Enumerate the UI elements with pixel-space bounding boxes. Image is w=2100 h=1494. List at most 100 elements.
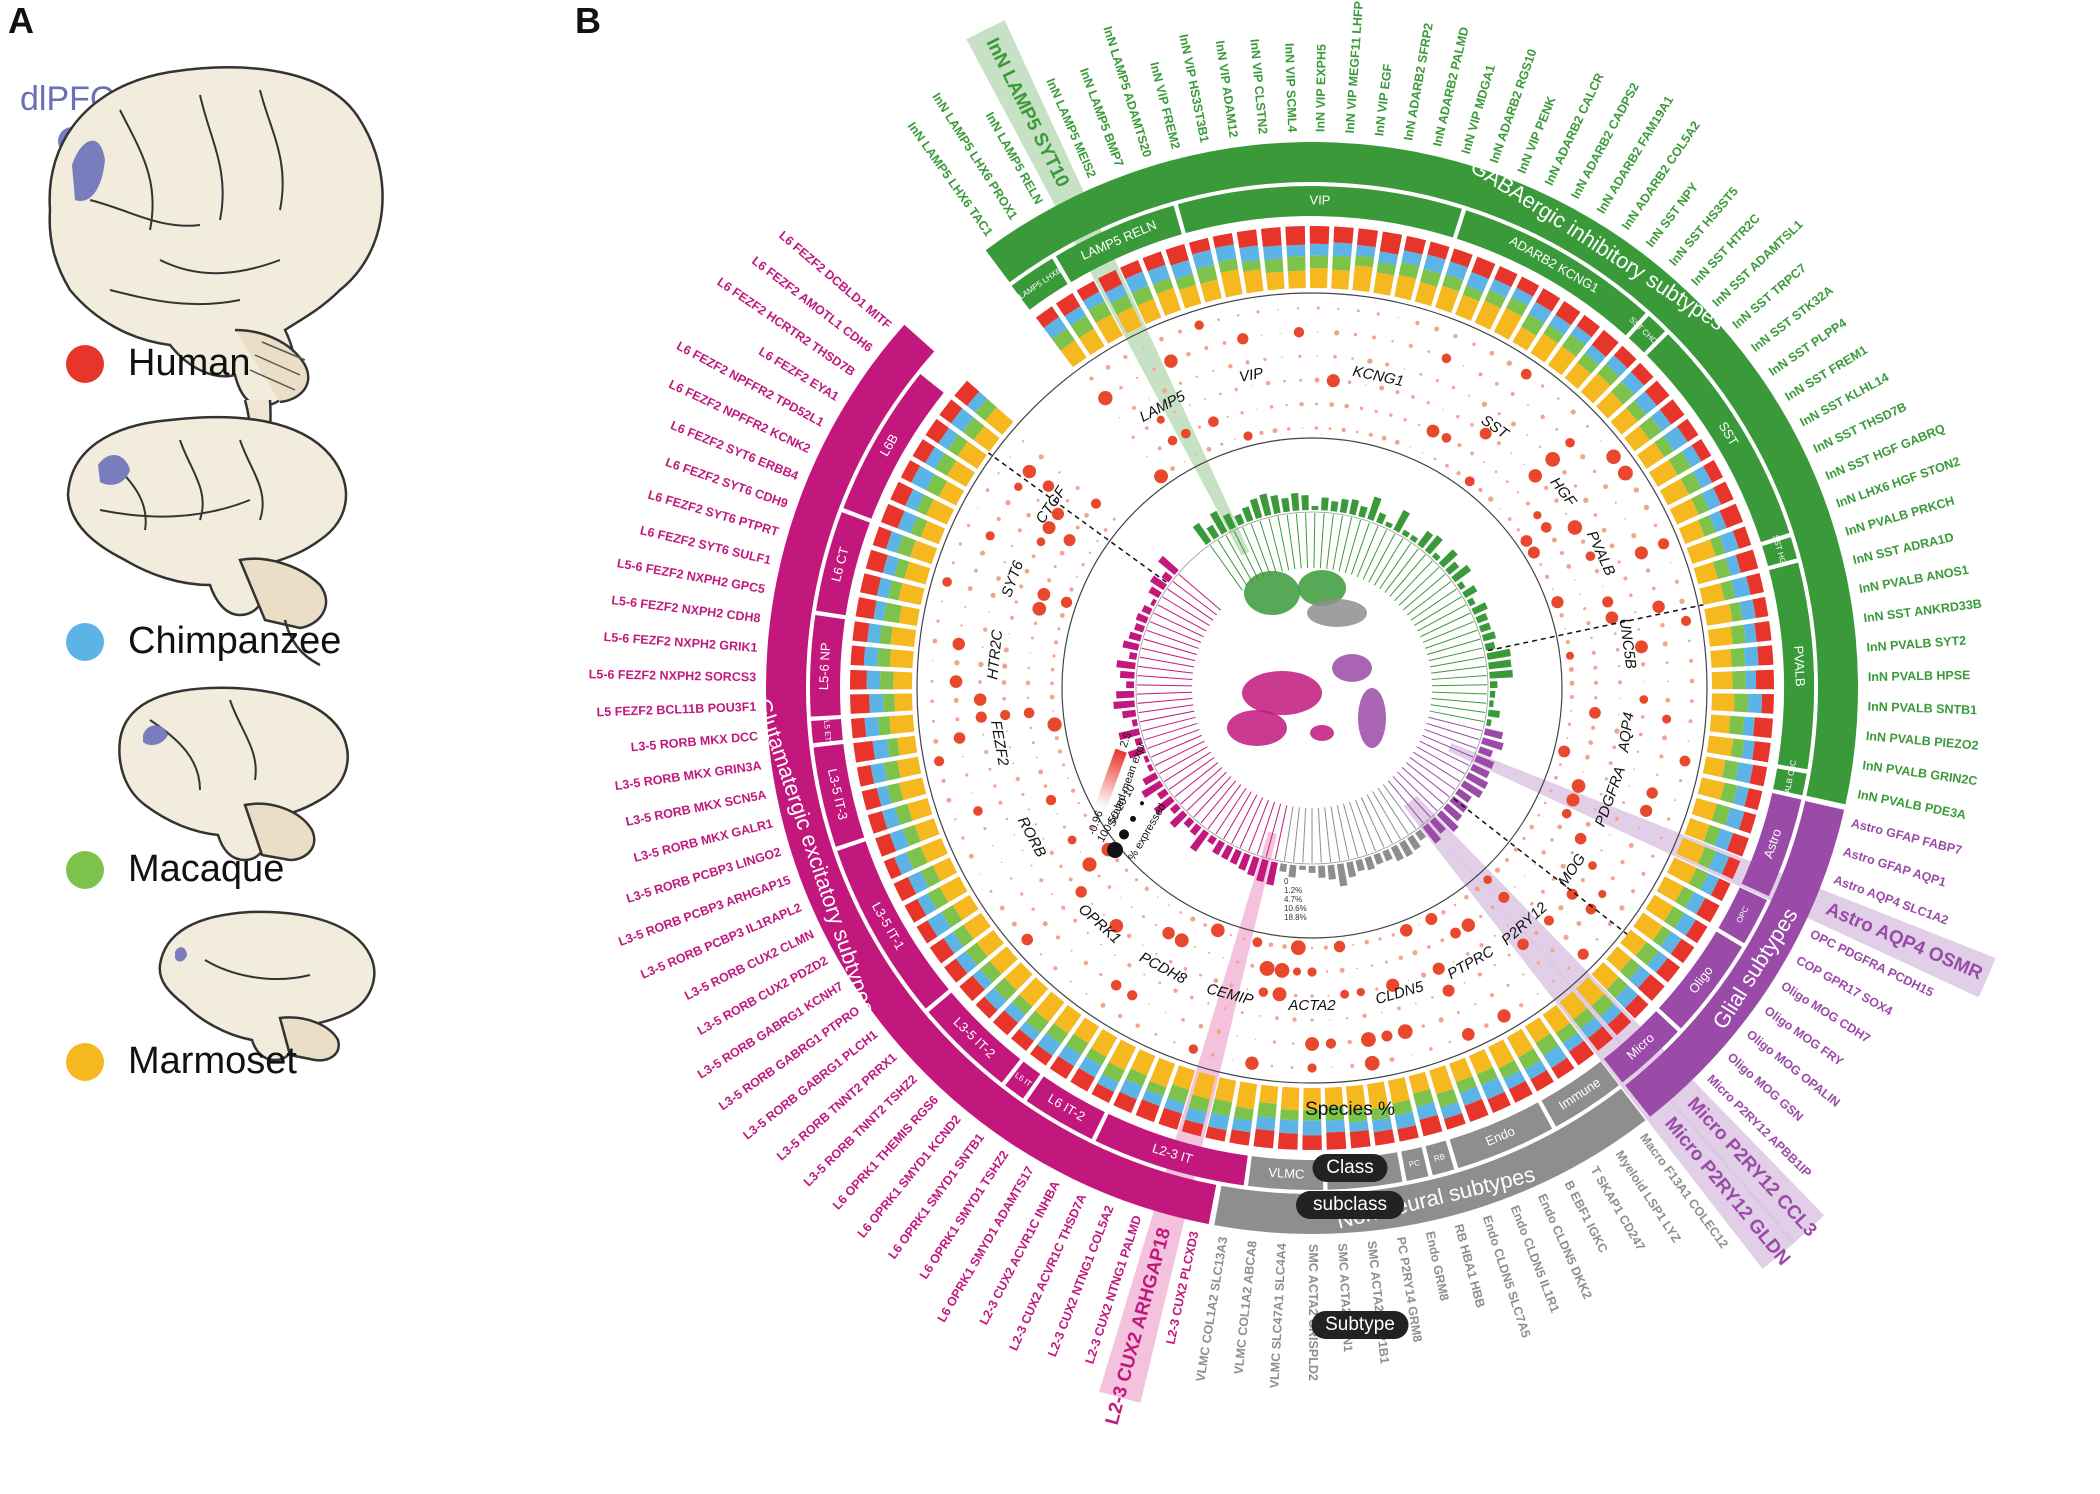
species-bar-marmoset xyxy=(1200,279,1222,303)
marker-gene-label: HGF xyxy=(1547,474,1580,510)
expr-dot xyxy=(1065,499,1070,503)
cell-count-bar xyxy=(1443,803,1463,822)
expr-dot xyxy=(1260,334,1263,337)
expr-dot xyxy=(932,660,934,662)
species-bar-macaque xyxy=(1730,647,1746,667)
dendrogram-branch xyxy=(1265,803,1282,858)
expr-dot xyxy=(1640,715,1645,719)
expr-dot xyxy=(1141,944,1144,946)
dendrogram-branch xyxy=(1417,604,1467,632)
species-bar-human xyxy=(912,439,935,464)
species-bar-human xyxy=(1691,438,1712,462)
cell-count-bar xyxy=(1116,690,1135,699)
species-bar-chimpanzee xyxy=(1019,1021,1041,1042)
expr-dot xyxy=(1070,949,1073,952)
expr-dot xyxy=(1455,414,1460,419)
expr-dot xyxy=(1008,633,1010,635)
expr-dot xyxy=(1081,562,1085,567)
species-bar-chimpanzee xyxy=(872,739,890,760)
expr-dot xyxy=(1329,402,1335,408)
expr-dot xyxy=(1552,979,1555,983)
species-bar-chimpanzee xyxy=(1543,1045,1568,1069)
expr-dot xyxy=(1558,745,1571,758)
species-bar-marmoset xyxy=(897,735,918,756)
expr-dot xyxy=(1585,903,1597,915)
species-bar-marmoset xyxy=(1702,756,1726,778)
expr-dot xyxy=(1533,863,1536,866)
expr-dot xyxy=(1662,641,1668,647)
subclass-arc xyxy=(1425,1140,1455,1176)
expr-dot xyxy=(1174,933,1189,948)
expr-dot xyxy=(1381,435,1387,441)
expr-dot xyxy=(1481,401,1488,407)
cell-count-bar xyxy=(1318,865,1326,878)
expr-dot xyxy=(1604,777,1608,781)
species-bar-chimpanzee xyxy=(1743,646,1759,667)
species-bar-marmoset xyxy=(1691,797,1717,821)
ring-tag-label: Species % xyxy=(1305,1099,1395,1120)
expr-dot xyxy=(1353,332,1358,337)
cell-count-bar xyxy=(1346,861,1357,878)
expr-dot xyxy=(1136,376,1139,380)
expr-dot xyxy=(1049,694,1055,700)
species-bar-human xyxy=(865,549,888,574)
dendrogram-branch xyxy=(1397,771,1438,811)
expr-dot xyxy=(1526,434,1528,436)
expr-dot xyxy=(1061,905,1066,910)
subclass-arc xyxy=(1005,1061,1041,1099)
expr-dot xyxy=(1429,1047,1433,1051)
expr-dot xyxy=(1245,360,1250,365)
species-bar-human xyxy=(1659,399,1685,425)
expr-dot xyxy=(1520,368,1532,380)
umap-cluster xyxy=(1298,570,1346,606)
species-bar-macaque xyxy=(1167,1084,1190,1104)
species-bar-human xyxy=(1753,717,1773,739)
expr-dot xyxy=(1124,868,1129,872)
cell-count-bar xyxy=(1222,513,1236,531)
expr-dot xyxy=(1529,824,1534,830)
expr-dot xyxy=(973,693,987,706)
species-bar-marmoset xyxy=(1243,269,1264,294)
species-bar-macaque xyxy=(965,942,988,966)
expr-dot xyxy=(1687,639,1691,643)
species-bar-macaque xyxy=(1720,580,1736,601)
dendrogram-branch xyxy=(1259,520,1277,574)
expr-dot xyxy=(1522,973,1525,976)
species-bar-marmoset xyxy=(904,561,931,585)
cell-count-bar xyxy=(1189,829,1210,852)
species-bar-macaque xyxy=(1146,1080,1167,1097)
species-bar-macaque xyxy=(1591,993,1615,1017)
species-bar-chimpanzee xyxy=(1208,1112,1230,1131)
dendrogram-branch xyxy=(1268,518,1283,572)
species-bar-macaque xyxy=(896,535,916,558)
expr-dot xyxy=(1540,522,1552,533)
human-dlpfc-region xyxy=(72,140,105,201)
cell-count-bar xyxy=(1456,581,1466,591)
expr-dot xyxy=(1618,714,1620,716)
expr-dot xyxy=(1506,360,1513,366)
expr-dot xyxy=(1337,307,1340,311)
cell-count-bar xyxy=(1488,659,1512,670)
cell-count-bar xyxy=(1486,718,1492,727)
species-bar-macaque xyxy=(1302,1109,1322,1121)
dendrogram-branch xyxy=(1350,522,1370,575)
expr-dot xyxy=(1098,390,1113,406)
expr-dot xyxy=(1462,365,1465,367)
class-arc-glutamatergic xyxy=(766,324,1217,1225)
expr-dot xyxy=(1651,586,1656,591)
species-bar-human xyxy=(1119,260,1143,279)
expr-dot xyxy=(1397,1006,1401,1011)
expr-dot xyxy=(1126,933,1132,939)
species-bar-human xyxy=(1029,1044,1053,1066)
species-bar-marmoset xyxy=(1606,946,1632,972)
expr-dot xyxy=(1075,525,1080,530)
legend-chimpanzee: Chimpanzee xyxy=(66,620,341,663)
expr-dot xyxy=(1593,665,1598,670)
subtype-label: InN ADARB2 COL5A2 xyxy=(1619,119,1703,233)
species-bar-human xyxy=(1165,244,1189,266)
species-bar-marmoset xyxy=(914,818,940,842)
species-bar-human xyxy=(1309,226,1330,245)
ring-tag-label: Subtype xyxy=(1325,1314,1395,1335)
species-bar-human xyxy=(1735,549,1759,573)
subtype-label: InN PVALB ANOS1 xyxy=(1858,563,1970,596)
